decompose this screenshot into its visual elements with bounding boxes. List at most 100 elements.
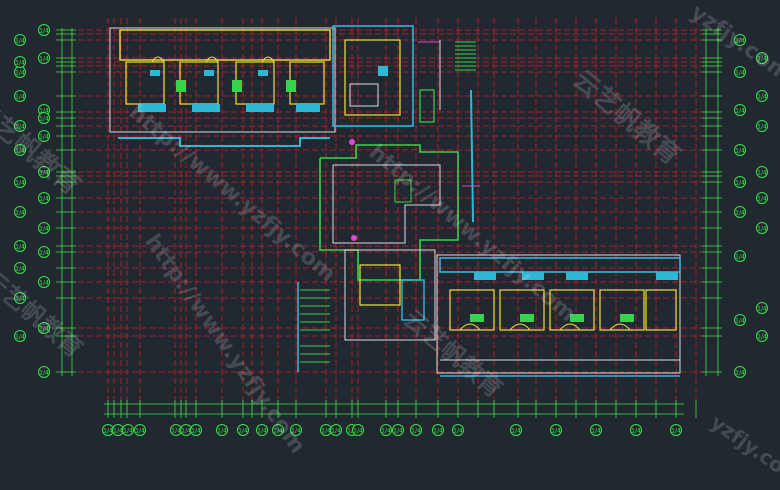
upper-building-plan — [109, 27, 336, 147]
axis-bubble-label: 1/4 — [757, 225, 767, 232]
axis-bubble-label: 1/4 — [15, 265, 25, 272]
axis-bubble-label: 1/4 — [757, 93, 767, 100]
axis-bubble-label: 1/4 — [735, 147, 745, 154]
axis-bubble — [756, 222, 768, 234]
axis-bubble — [550, 424, 562, 436]
axis-bubble-label: 1/4 — [757, 123, 767, 130]
left-axis-bubbles: 1/4 1/4 1/4 1/4 1/4 1/4 1/4 1/4 1/4 1/4 1/4 1/4 1/4 1… — [14, 24, 50, 378]
axis-bubble-label: 1/4 — [15, 209, 25, 216]
axis-bubble-label: 1/4 — [735, 317, 745, 324]
axis-bubble — [38, 322, 50, 334]
axis-bubble-label: 1/4 — [757, 305, 767, 312]
axis-bubble — [756, 192, 768, 204]
vertical-axis-gridlines — [107, 18, 697, 412]
axis-bubble — [14, 262, 26, 274]
axis-bubble-label: 1/4 — [453, 427, 463, 434]
axis-bubble — [670, 424, 682, 436]
axis-bubble — [432, 424, 444, 436]
axis-bubble-label: 1/4 — [191, 427, 201, 434]
axis-bubble-label: 1/4 — [39, 225, 49, 232]
axis-bubble — [380, 424, 392, 436]
axis-bubble-label: 1/4 — [171, 427, 181, 434]
axis-bubble — [734, 104, 746, 116]
axis-bubble-label: 1/4 — [181, 427, 191, 434]
axis-bubble-label: 1/4 — [291, 427, 301, 434]
axis-bubble — [734, 66, 746, 78]
axis-bubble-label: 1/4 — [273, 427, 283, 434]
axis-bubble-label: 1/4 — [735, 253, 745, 260]
axis-bubble — [734, 34, 746, 46]
axis-bubble-label: 1/4 — [393, 427, 403, 434]
axis-bubble — [734, 176, 746, 188]
axis-bubble-label: 1/4 — [411, 427, 421, 434]
axis-bubble — [14, 330, 26, 342]
axis-bubble-label: 1/4 — [39, 55, 49, 62]
axis-bubble — [38, 166, 50, 178]
axis-bubble — [510, 424, 522, 436]
axis-bubble — [630, 424, 642, 436]
axis-bubble-label: 1/4 — [735, 37, 745, 44]
axis-bubble — [14, 120, 26, 132]
axis-bubble — [190, 424, 202, 436]
axis-bubble-label: 1/4 — [757, 55, 767, 62]
axis-bubble-label: 1/4 — [15, 243, 25, 250]
axis-bubble-label: 1/4 — [39, 195, 49, 202]
dimension-lines — [56, 28, 722, 418]
cad-drawing-canvas[interactable]: 1/41/41/41/41/41/41/41/41/41/41/41/41/41… — [0, 0, 780, 439]
axis-bubble — [756, 52, 768, 64]
axis-bubble — [756, 90, 768, 102]
axis-bubble — [38, 192, 50, 204]
axis-bubble-label: 1/4 — [735, 209, 745, 216]
axis-bubble-label: 1/4 — [591, 427, 601, 434]
axis-bubble-label: 1/4 — [353, 427, 363, 434]
axis-bubble-label: 1/4 — [39, 27, 49, 34]
axis-bubble — [237, 424, 249, 436]
axis-bubble — [452, 424, 464, 436]
lower-right-building-plan — [436, 254, 681, 377]
axis-bubble — [392, 424, 404, 436]
axis-bubble-label: 1/4 — [103, 427, 113, 434]
axis-bubble — [14, 90, 26, 102]
axis-bubble-label: 1/4 — [39, 107, 49, 114]
axis-bubble — [734, 206, 746, 218]
axis-bubble-label: 1/4 — [735, 369, 745, 376]
axis-bubble — [14, 240, 26, 252]
axis-bubble-label: 1/4 — [735, 107, 745, 114]
right-axis-bubbles: 1/4 1/4 1/4 1/4 1/4 1/4 1/4 1/4 1/4 1/4 1/4 1/4 1/4 1… — [734, 34, 768, 378]
axis-bubble-label: 1/4 — [217, 427, 227, 434]
axis-bubble — [38, 130, 50, 142]
axis-bubble — [38, 52, 50, 64]
axis-bubble-label: 1/4 — [757, 195, 767, 202]
axis-bubble — [734, 366, 746, 378]
axis-bubble-label: 1/4 — [238, 427, 248, 434]
axis-bubble-label: 1/4 — [381, 427, 391, 434]
axis-bubble-label: 1/4 — [123, 427, 133, 434]
axis-bubble-label: 1/4 — [15, 333, 25, 340]
axis-bubble-label: 1/4 — [39, 369, 49, 376]
axis-bubble — [756, 302, 768, 314]
axis-bubble — [734, 250, 746, 262]
axis-bubble — [410, 424, 422, 436]
lower-left-wing-plan — [297, 249, 436, 372]
axis-bubble — [290, 424, 302, 436]
axis-bubble — [38, 276, 50, 288]
axis-bubble — [14, 206, 26, 218]
stair-tower — [455, 41, 476, 223]
axis-bubble-label: 1/4 — [735, 179, 745, 186]
axis-bubble — [14, 144, 26, 156]
axis-bubble-label: 1/4 — [433, 427, 443, 434]
axis-bubble — [14, 34, 26, 46]
axis-bubble-label: 1/4 — [39, 325, 49, 332]
axis-bubble-label: 1/4 — [39, 133, 49, 140]
axis-bubble — [14, 292, 26, 304]
axis-bubble-label: 1/4 — [15, 37, 25, 44]
axis-bubble-label: 1/4 — [735, 69, 745, 76]
axis-bubble-label: 1/4 — [331, 427, 341, 434]
axis-bubble-label: 1/4 — [39, 169, 49, 176]
axis-bubble — [352, 424, 364, 436]
axis-bubble-label: 1/4 — [757, 333, 767, 340]
axis-bubble-label: 1/4 — [511, 427, 521, 434]
axis-bubble — [272, 424, 284, 436]
axis-bubble — [734, 144, 746, 156]
